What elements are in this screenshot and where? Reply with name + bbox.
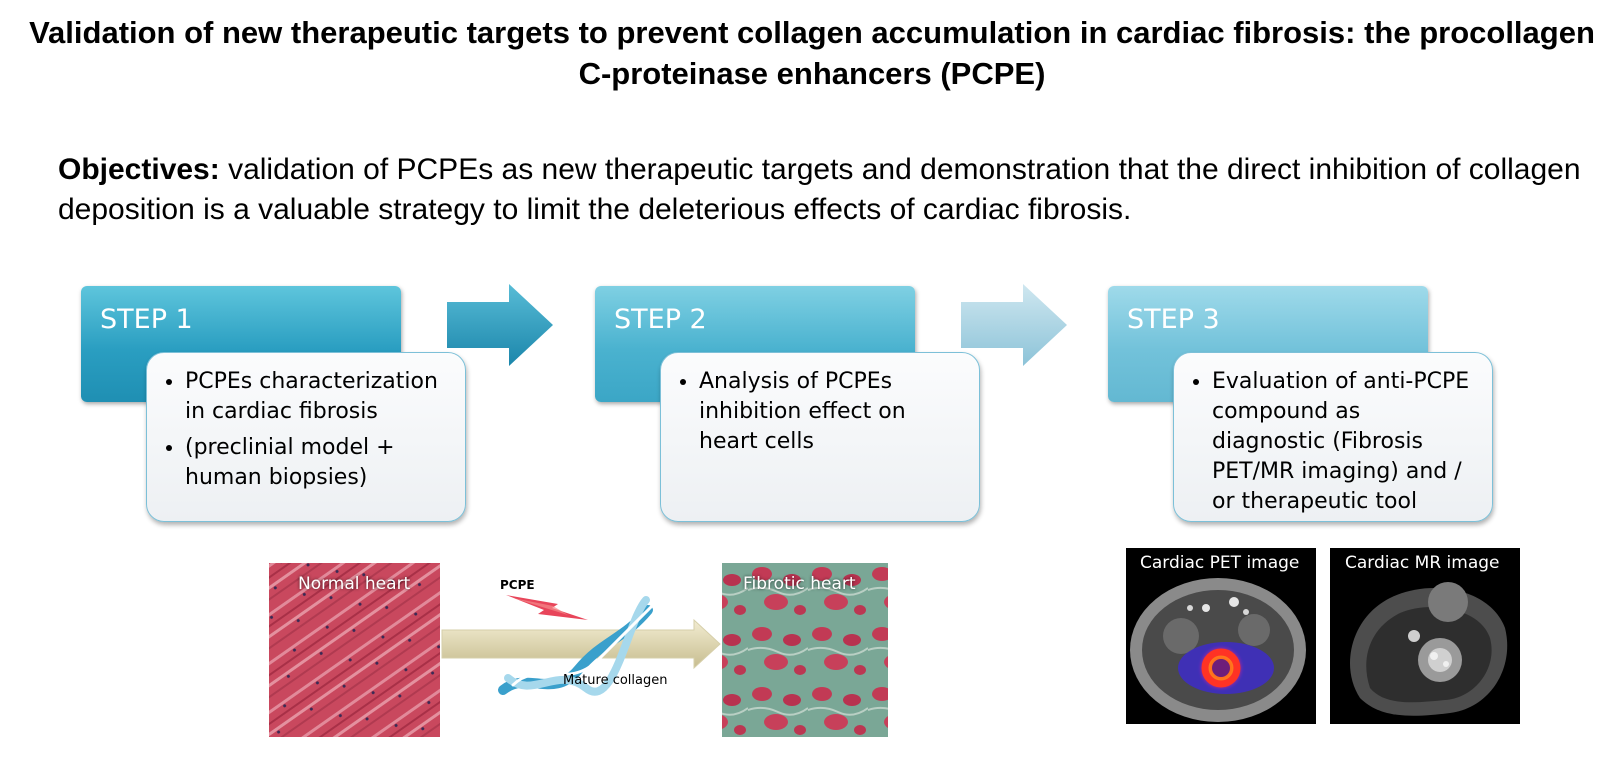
step-2-label: STEP 2 xyxy=(614,304,707,335)
step-2-box: Analysis of PCPEs inhibition effect on h… xyxy=(660,352,980,522)
fibrosis-illustration xyxy=(269,563,888,737)
pet-label: Cardiac PET image xyxy=(1140,553,1300,573)
step-3-label: STEP 3 xyxy=(1127,304,1220,335)
mr-label: Cardiac MR image xyxy=(1345,553,1500,573)
fibrotic-heart-label: Fibrotic heart xyxy=(743,574,856,594)
step-arrow-2 xyxy=(961,284,1067,366)
pcpe-label: PCPE xyxy=(500,578,535,592)
page-title: Validation of new therapeutic targets to… xyxy=(29,15,1595,91)
step-3-bullet-1: Evaluation of anti-PCPE compound as diag… xyxy=(1212,367,1478,517)
cardiac-mr-image xyxy=(1330,548,1520,724)
step-1-box: PCPEs characterization in cardiac fibros… xyxy=(146,352,466,522)
objectives-text: Objectives: validation of PCPEs as new t… xyxy=(58,150,1598,230)
step-arrow-1 xyxy=(447,284,553,366)
mature-collagen-label: Mature collagen xyxy=(563,673,668,688)
normal-heart-label: Normal heart xyxy=(298,574,411,594)
step-1-bullet-2: (preclinial model + human biopsies) xyxy=(185,433,451,493)
step-1-bullet-1: PCPEs characterization in cardiac fibros… xyxy=(185,367,451,427)
objectives-body: validation of PCPEs as new therapeutic t… xyxy=(58,153,1581,226)
cardiac-pet-image xyxy=(1126,548,1316,724)
step-1-label: STEP 1 xyxy=(100,304,193,335)
objectives-label: Objectives: xyxy=(58,153,220,186)
step-3-box: Evaluation of anti-PCPE compound as diag… xyxy=(1173,352,1493,522)
step-2-bullet-1: Analysis of PCPEs inhibition effect on h… xyxy=(699,367,965,457)
